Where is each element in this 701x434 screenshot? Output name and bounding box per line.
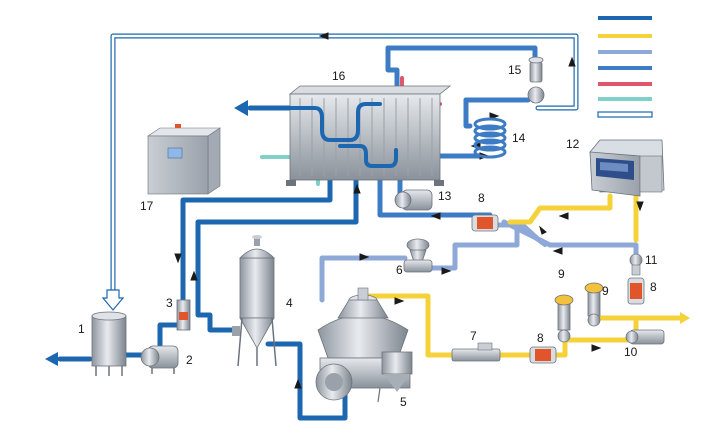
heater-8-top: [471, 214, 499, 232]
holding-tube: [451, 342, 501, 362]
exchanger-outlet: [234, 100, 293, 116]
label-8-right: 8: [650, 280, 657, 294]
label-3: 3: [166, 296, 173, 310]
arrow-icon: [394, 297, 405, 305]
arrow-icon: [558, 212, 569, 220]
heater-8-right: [627, 277, 645, 305]
large-arrow-icon: [234, 100, 248, 116]
label-11: 11: [645, 253, 658, 267]
vent-line: [110, 33, 579, 293]
arrow-icon: [552, 247, 563, 255]
separator: [315, 287, 413, 403]
arrow-icon: [318, 32, 329, 40]
heating-coil: [473, 117, 507, 159]
balance-tank: [45, 289, 127, 376]
label-12: 12: [566, 137, 580, 151]
arrow-icon: [591, 344, 602, 352]
label-9-left: 9: [558, 267, 565, 281]
valve-9-left: [554, 294, 574, 343]
arrow-icon: [539, 225, 547, 235]
label-13: 13: [438, 189, 452, 203]
label-8-top: 8: [478, 191, 485, 205]
arrow-icon: [353, 183, 361, 194]
flow-controller: [176, 299, 191, 331]
sensor-11: [629, 253, 643, 276]
arrow-icon: [636, 201, 644, 212]
heater-8-bottom: [529, 346, 557, 364]
label-10: 10: [624, 345, 638, 359]
vent-arrow-icon: [101, 289, 125, 311]
control-cabinet: [147, 124, 221, 195]
label-4: 4: [286, 296, 293, 310]
label-9-right: 9: [602, 284, 609, 298]
valve-9-right: [584, 282, 604, 327]
flow-arrows: [174, 32, 644, 389]
label-7: 7: [470, 329, 477, 343]
skim-milk-lines: [319, 219, 639, 303]
label-6: 6: [396, 263, 403, 277]
plate-heat-exchanger: [286, 85, 452, 186]
arrow-icon: [489, 112, 500, 120]
arrow-icon: [294, 378, 302, 389]
label-14: 14: [512, 131, 526, 145]
steam-valve: [527, 56, 545, 104]
deaerator-vessel: [232, 235, 277, 367]
label-2: 2: [186, 353, 193, 367]
arrow-icon: [359, 253, 370, 261]
arrow-icon: [568, 56, 576, 67]
label-15: 15: [508, 63, 522, 77]
outlet-unit: [625, 329, 665, 345]
arrow-icon: [174, 253, 182, 264]
legend: [597, 16, 653, 118]
label-16: 16: [332, 69, 346, 83]
label-5: 5: [400, 395, 407, 409]
label-17: 17: [140, 199, 154, 213]
arrow-icon: [430, 212, 441, 220]
label-8-bottom: 8: [537, 331, 544, 345]
arrow-icon: [190, 270, 198, 281]
pressure-valve: [403, 238, 433, 273]
inlet-arrow-icon: [45, 352, 58, 366]
label-1: 1: [78, 322, 85, 336]
arrow-icon: [441, 267, 452, 275]
equipment-labels: 1 2 3 4 5 6 7 8 8 8 9 9 10 11 12 13 14 1…: [78, 63, 658, 409]
legend-line-7: [597, 111, 653, 118]
cream-outlet-arrow-icon: [680, 312, 690, 324]
homogenizer: [589, 139, 665, 197]
hot-water-pump: [394, 189, 433, 211]
feed-pump: [140, 345, 179, 374]
